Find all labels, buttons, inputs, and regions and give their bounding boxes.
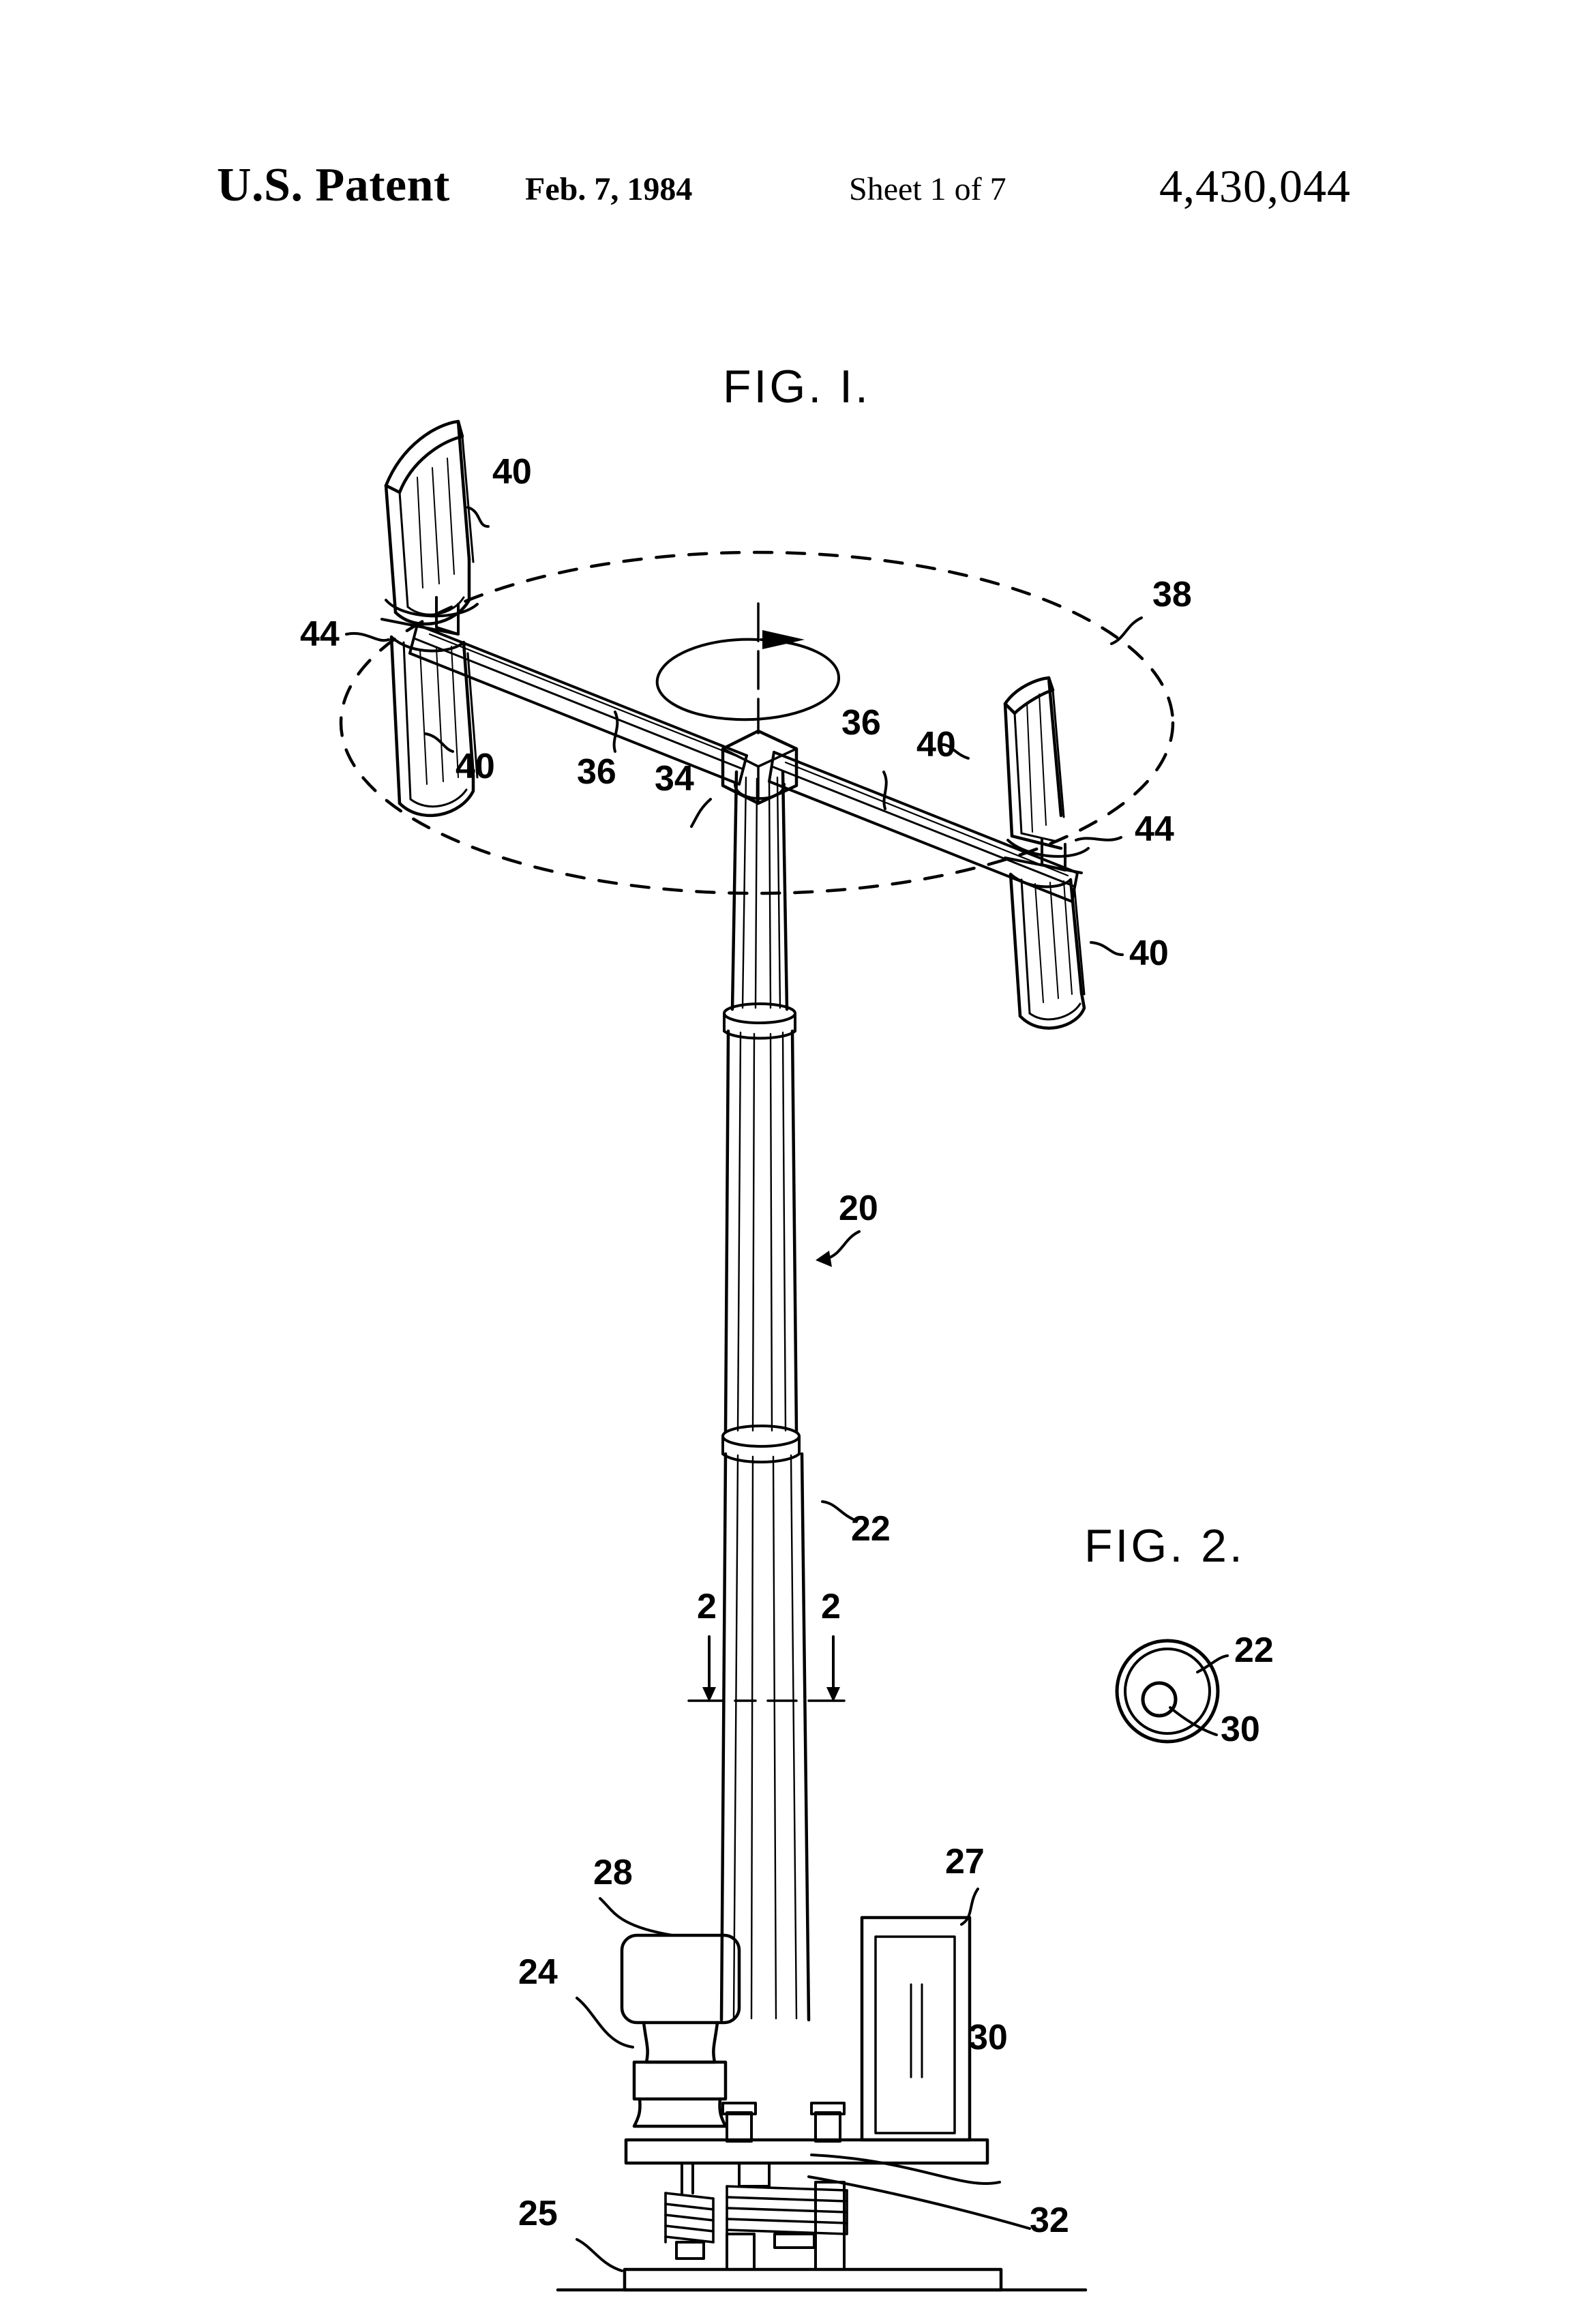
- ref-34-hub: 34: [655, 759, 694, 799]
- ref-32-spring-mount: 32: [1030, 2201, 1069, 2240]
- section-arrow-left: [702, 1635, 716, 1702]
- ref-20-tower: 20: [839, 1189, 878, 1228]
- tower-lower-segment-22: [719, 1452, 811, 2022]
- tower-mid-segment-20: [723, 1029, 799, 1434]
- blade-right-upper-40: [1003, 676, 1065, 850]
- control-cabinet-27: [860, 1916, 972, 2142]
- ground-pad-25: [556, 2267, 1088, 2292]
- rotor-arm-right-36: [768, 751, 1079, 903]
- ref-40-blade-right-upper: 40: [916, 725, 956, 764]
- sweep-circle-38: [339, 550, 1175, 895]
- blade-right-lower-40: [1009, 872, 1086, 1030]
- section-arrow-right: [826, 1635, 840, 1702]
- patent-number: 4,430,044: [1159, 160, 1351, 212]
- ref-24-base-plate: 24: [518, 1952, 558, 1992]
- patent-date: Feb. 7, 1984: [525, 171, 693, 207]
- rotation-arrow: [655, 638, 841, 721]
- ref-28-generator: 28: [593, 1853, 633, 1892]
- ref-25-ground-pad: 25: [518, 2194, 558, 2233]
- ref-38-sweep-circle: 38: [1152, 575, 1192, 614]
- rotor-hub-34: [721, 729, 799, 805]
- ref-2-section-right: 2: [821, 1587, 841, 1626]
- ref-22-fig2-tube: 22: [1234, 1630, 1274, 1670]
- tower-mast-20: [730, 770, 789, 1011]
- ref-27-cabinet: 27: [945, 1842, 985, 1881]
- blade-mid-left-40: [389, 635, 479, 818]
- generator-28: [620, 1933, 741, 2128]
- leader-lines: [345, 506, 1229, 2272]
- rotation-arrow-head: [762, 630, 805, 649]
- ref-40-blade-mid-left: 40: [456, 747, 495, 786]
- figure-2-label: FIG. 2.: [1084, 1520, 1245, 1572]
- spring-isolator-32: [664, 2162, 848, 2271]
- ref-30-shaft: 30: [968, 2018, 1008, 2057]
- blade-top-left-40: [384, 419, 475, 626]
- ref-44-mount-left: 44: [300, 614, 340, 654]
- ref-2-section-left: 2: [697, 1587, 717, 1626]
- ref-36-arm-right: 36: [841, 703, 881, 743]
- ref-22-tower-lower: 22: [851, 1509, 891, 1549]
- fig2-cross-section: [1115, 1639, 1220, 1744]
- ref-40-blade-right-lower: 40: [1129, 934, 1169, 973]
- ref-30-fig2-shaft: 30: [1221, 1710, 1260, 1749]
- sheet-number: Sheet 1 of 7: [849, 171, 1006, 207]
- blade-mount-top-left-44: [380, 596, 479, 636]
- patent-office-title: U.S. Patent: [217, 159, 450, 211]
- base-plate-24: [624, 2102, 989, 2165]
- ref-36-arm-left: 36: [577, 752, 616, 792]
- ref-40-blade-top-left: 40: [492, 452, 532, 492]
- patent-header: U.S. Patent Feb. 7, 1984 Sheet 1 of 7 4,…: [0, 158, 1582, 233]
- figure-1-label: FIG. I.: [723, 361, 871, 413]
- tower-collar-lower: [721, 1425, 801, 1463]
- blade-mount-right-44: [1004, 837, 1090, 874]
- tower-collar-upper: [723, 1002, 796, 1040]
- ref-44-mount-right: 44: [1135, 809, 1174, 849]
